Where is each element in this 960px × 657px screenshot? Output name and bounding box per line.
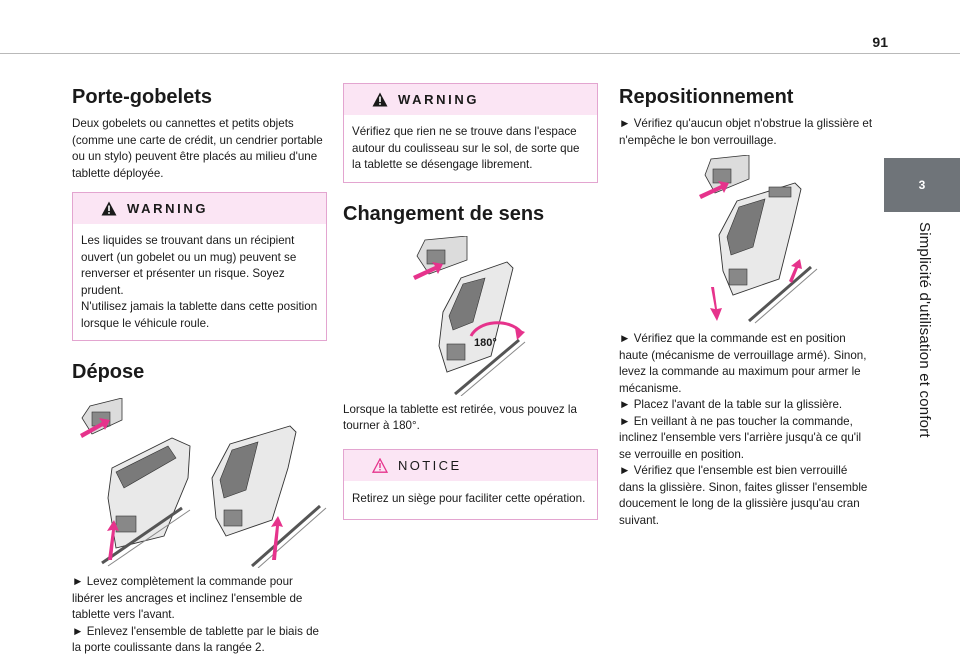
section-title-changement-de-sens: Changement de sens [343,202,545,225]
warning-header-2: WARNING [344,84,597,115]
tablet-repositioning-drawing [699,154,818,324]
rotation-label: 180° [474,336,497,349]
notice-label: NOTICE [398,457,462,473]
tablet-rotation-drawing [413,235,526,396]
repositionnement-step-1: ► Vérifiez que la commande est en positi… [619,332,867,395]
repositionnement-step-4: ► Vérifiez que l'ensemble est bien verro… [619,464,868,527]
repositionnement-illustration [619,154,874,325]
notice-header: NOTICE [344,449,597,481]
notice-text: Retirez un siège pour faciliter cette op… [352,491,586,505]
warning-body-2: Vérifiez que rien ne se trouve dans l'es… [344,115,597,182]
warning-body: Les liquides se trouvant dans un récipie… [73,224,326,340]
repositionnement-step-2: ► Placez l'avant de la table sur la glis… [619,398,843,411]
repositionnement-step-3: ► En veillant à ne pas toucher la comman… [619,414,862,461]
section-title-porte-gobelets: Porte-gobelets [72,86,213,108]
header-rule [0,53,960,54]
rotation-illustration: 180° [343,235,598,396]
chapter-tab[interactable]: 3 [884,158,960,212]
depose-step-2: ► Enlevez l'ensemble de tablette par le … [72,624,319,655]
notice-body: Retirez un siège pour faciliter cette op… [344,481,597,520]
chapter-sidebar: 3 Simplicité d'utilisation et confort [884,158,960,649]
column-3: Repositionnement ► Vérifiez qu'aucun obj… [619,80,874,529]
warning-text-2: N'utilisez jamais la tablette dans cette… [81,300,318,330]
column-1: Porte-gobelets Deux gobelets ou cannette… [72,80,327,657]
warning-label: WARNING [127,201,209,216]
warning-triangle-icon [372,92,388,107]
warning-box: WARNING Les liquides se trouvant dans un… [72,192,327,341]
chapter-title: Simplicité d'utilisation et confort [916,222,933,438]
page-number: 91 [872,34,888,50]
intro-paragraph: Deux gobelets ou cannettes et petits obj… [72,117,323,180]
warning-text-1: Les liquides se trouvant dans un récipie… [81,234,297,297]
warning-box-2: WARNING Vérifiez que rien ne se trouve d… [343,83,598,183]
repositionnement-step-0: ► Vérifiez qu'aucun objet n'obstrue la g… [619,117,873,147]
warning-text-3: Vérifiez que rien ne se trouve dans l'es… [352,125,580,171]
notice-triangle-icon [372,457,388,473]
section-title-repositionnement: Repositionnement [619,86,794,108]
warning-label-2: WARNING [398,92,480,107]
column-2: WARNING Vérifiez que rien ne se trouve d… [343,83,598,520]
warning-header: WARNING [73,193,326,224]
chapter-number: 3 [918,178,926,192]
warning-triangle-icon [101,201,117,216]
section-title-depose: Dépose [72,361,145,383]
tablet-removal-drawing [80,397,327,569]
notice-box: NOTICE Retirez un siège pour faciliter c… [343,448,598,520]
depose-step-1: ► Levez complètement la commande pour li… [72,575,303,621]
depose-illustration [72,397,327,569]
rotation-text: Lorsque la tablette est retirée, vous po… [343,402,577,433]
